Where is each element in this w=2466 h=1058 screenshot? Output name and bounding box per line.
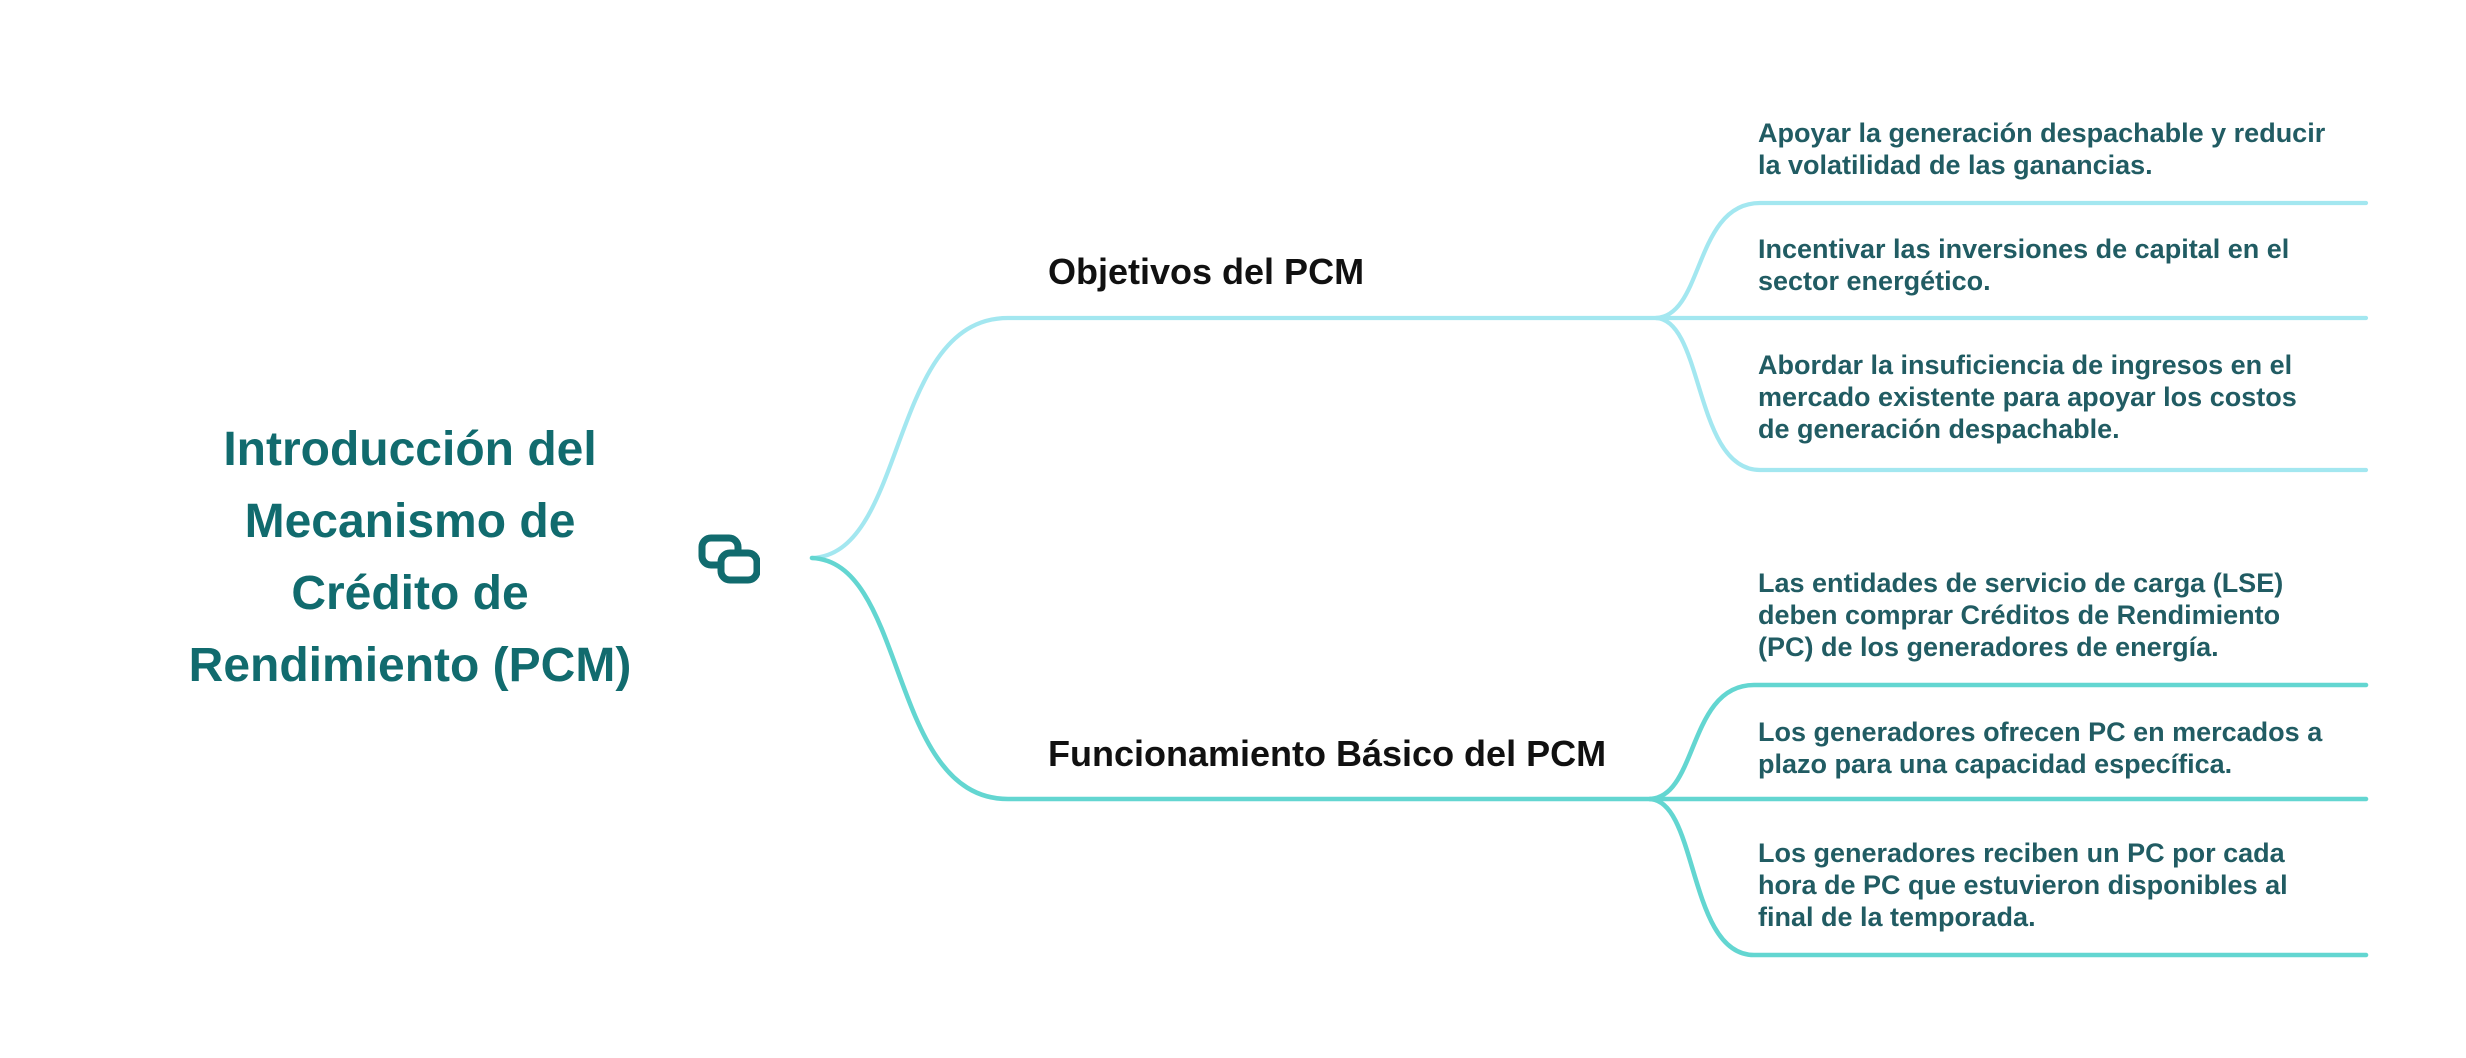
- leaf-node-ofrecen[interactable]: Los generadores ofrecen PC en mercados a…: [1758, 717, 2323, 779]
- branch2-main-curve: [809, 555, 2369, 802]
- root-node-title[interactable]: Introducción del Mecanismo de Crédito de…: [188, 423, 632, 692]
- leaf-node-incentivar[interactable]: Incentivar las inversiones de capital en…: [1758, 234, 2290, 296]
- branch-node-objetivos[interactable]: Objetivos del PCM: [1048, 251, 1365, 292]
- branch1-main-curve: [809, 315, 2369, 561]
- leaf-node-entidades[interactable]: Las entidades de servicio de carga (LSE)…: [1758, 568, 2284, 662]
- leaf-node-apoyar[interactable]: Apoyar la generación despachable y reduc…: [1758, 118, 2326, 180]
- link-icon[interactable]: [698, 534, 760, 584]
- branch-node-funcionamiento[interactable]: Funcionamiento Básico del PCM: [1048, 733, 1607, 774]
- leaf-node-reciben[interactable]: Los generadores reciben un PC por cada h…: [1758, 838, 2288, 932]
- branch2-leaf4-curve: [1647, 682, 2369, 802]
- branch1-leaf3-curve: [1653, 315, 2369, 473]
- branch1-leaf1-curve: [1653, 200, 2369, 321]
- leaf-node-abordar[interactable]: Abordar la insuficiencia de ingresos en …: [1758, 350, 2297, 444]
- branch2-leaf6-curve: [1647, 796, 2369, 958]
